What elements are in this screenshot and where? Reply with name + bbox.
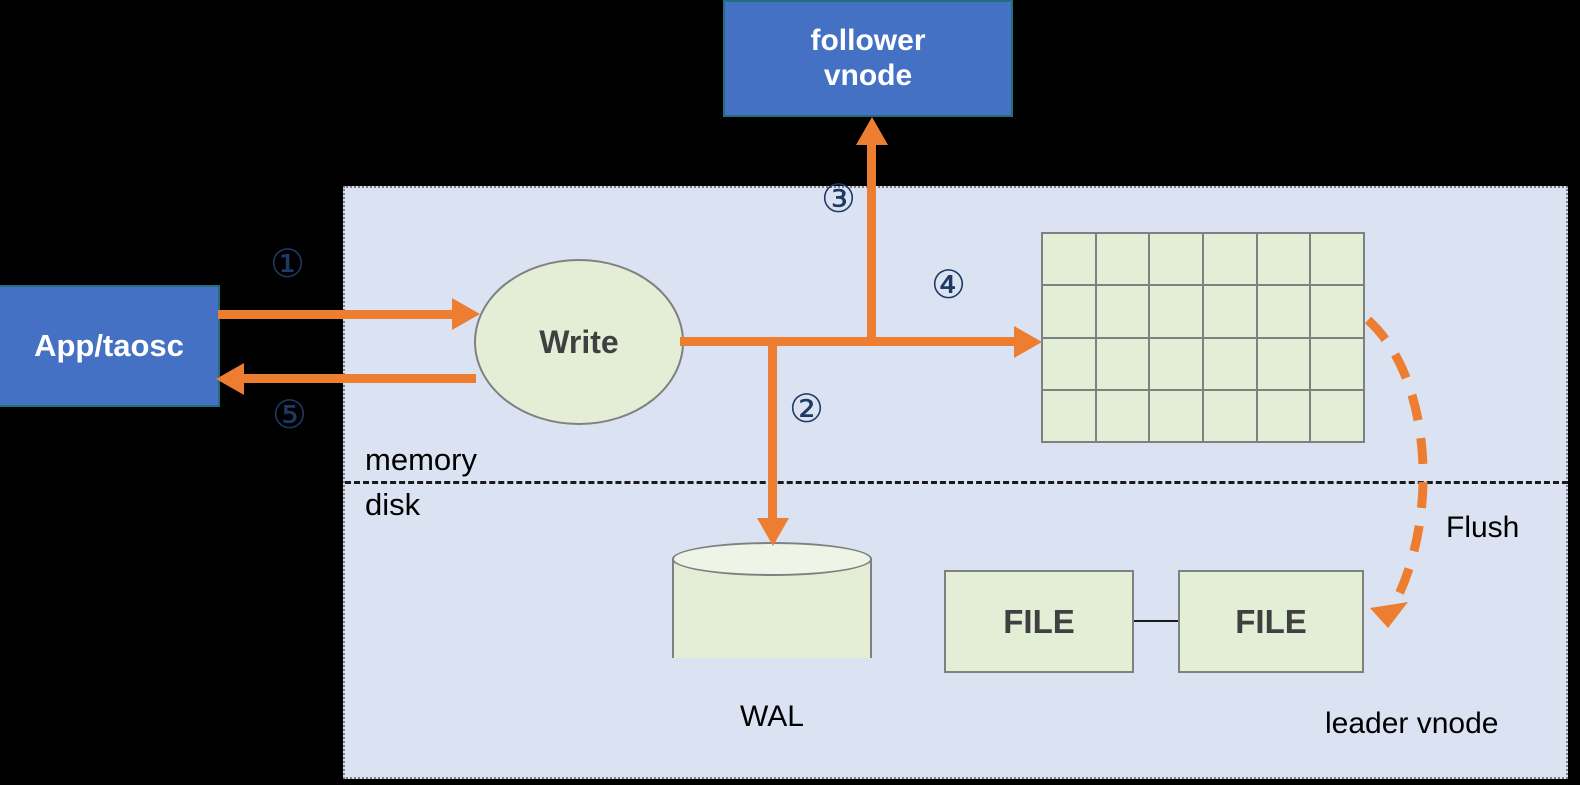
flush-label: Flush — [1446, 511, 1520, 544]
flush-curve-path — [1364, 316, 1428, 618]
memtable-cell — [1257, 286, 1310, 337]
memory-disk-divider — [345, 481, 1568, 484]
memtable-cell — [1150, 286, 1202, 337]
arrowhead-to-app-icon — [216, 363, 244, 395]
memtable-grid — [1041, 232, 1365, 443]
memtable-cell — [1096, 234, 1149, 285]
memtable-cell — [1204, 234, 1256, 285]
edge-app-to-write — [218, 310, 458, 319]
memtable-cell — [1311, 286, 1363, 337]
memtable-cell — [1311, 234, 1363, 285]
memtable-cell — [1096, 390, 1149, 441]
memtable-cell — [1311, 390, 1363, 441]
memtable-cell — [1043, 338, 1095, 389]
arrowhead-to-follower-icon — [856, 117, 888, 145]
edge-write-to-memtable — [680, 337, 1018, 346]
edge-write-to-wal — [768, 341, 777, 523]
memtable-cell — [1257, 234, 1310, 285]
edge-write-to-follower — [867, 142, 876, 342]
follower-vnode-label-line1: follower — [810, 24, 926, 57]
step-number-4: ④ — [931, 263, 966, 308]
file-node-1-label: FILE — [1003, 602, 1075, 640]
memtable-cell — [1043, 234, 1095, 285]
step-number-3: ③ — [821, 177, 856, 222]
memtable-cell — [1204, 286, 1256, 337]
memtable-cell — [1043, 390, 1095, 441]
memtable-cell — [1150, 390, 1202, 441]
step-number-5: ⑤ — [272, 393, 307, 438]
memtable-cell — [1204, 390, 1256, 441]
leader-vnode-caption: leader vnode — [1325, 707, 1499, 740]
memtable-cell — [1257, 390, 1310, 441]
follower-vnode-node[interactable]: follower vnode — [723, 0, 1013, 117]
app-taosc-node[interactable]: App/taosc — [0, 285, 220, 407]
memtable-cell — [1150, 338, 1202, 389]
step-number-1: ① — [270, 242, 305, 287]
follower-vnode-label: follower vnode — [810, 24, 925, 93]
memtable-cell — [1204, 338, 1256, 389]
wal-cylinder-top — [672, 542, 872, 576]
memtable-cell — [1096, 286, 1149, 337]
memtable-cell — [1096, 338, 1149, 389]
arrowhead-to-write-icon — [452, 298, 480, 330]
edge-write-to-app — [228, 374, 476, 383]
memory-zone-label: memory — [365, 442, 477, 477]
memtable-cell — [1257, 338, 1310, 389]
memtable-cell — [1043, 286, 1095, 337]
file-node-2[interactable]: FILE — [1178, 570, 1364, 673]
memtable-cell — [1150, 234, 1202, 285]
flush-edge — [1364, 316, 1428, 628]
write-label: Write — [539, 323, 619, 360]
step-number-2: ② — [789, 387, 824, 432]
app-taosc-label: App/taosc — [34, 328, 184, 364]
file-node-1[interactable]: FILE — [944, 570, 1134, 673]
follower-vnode-label-line2: vnode — [823, 58, 913, 92]
flush-arrowhead-icon — [1370, 602, 1408, 628]
wal-cylinder — [672, 542, 872, 674]
arrowhead-to-memtable-icon — [1014, 326, 1042, 358]
write-node[interactable]: Write — [474, 259, 684, 425]
wal-label: WAL — [740, 700, 804, 733]
file-node-2-label: FILE — [1235, 602, 1307, 640]
disk-zone-label: disk — [365, 487, 421, 522]
file-connector-line — [1134, 620, 1179, 622]
arrowhead-to-wal-icon — [757, 518, 789, 546]
memtable-cell — [1311, 338, 1363, 389]
